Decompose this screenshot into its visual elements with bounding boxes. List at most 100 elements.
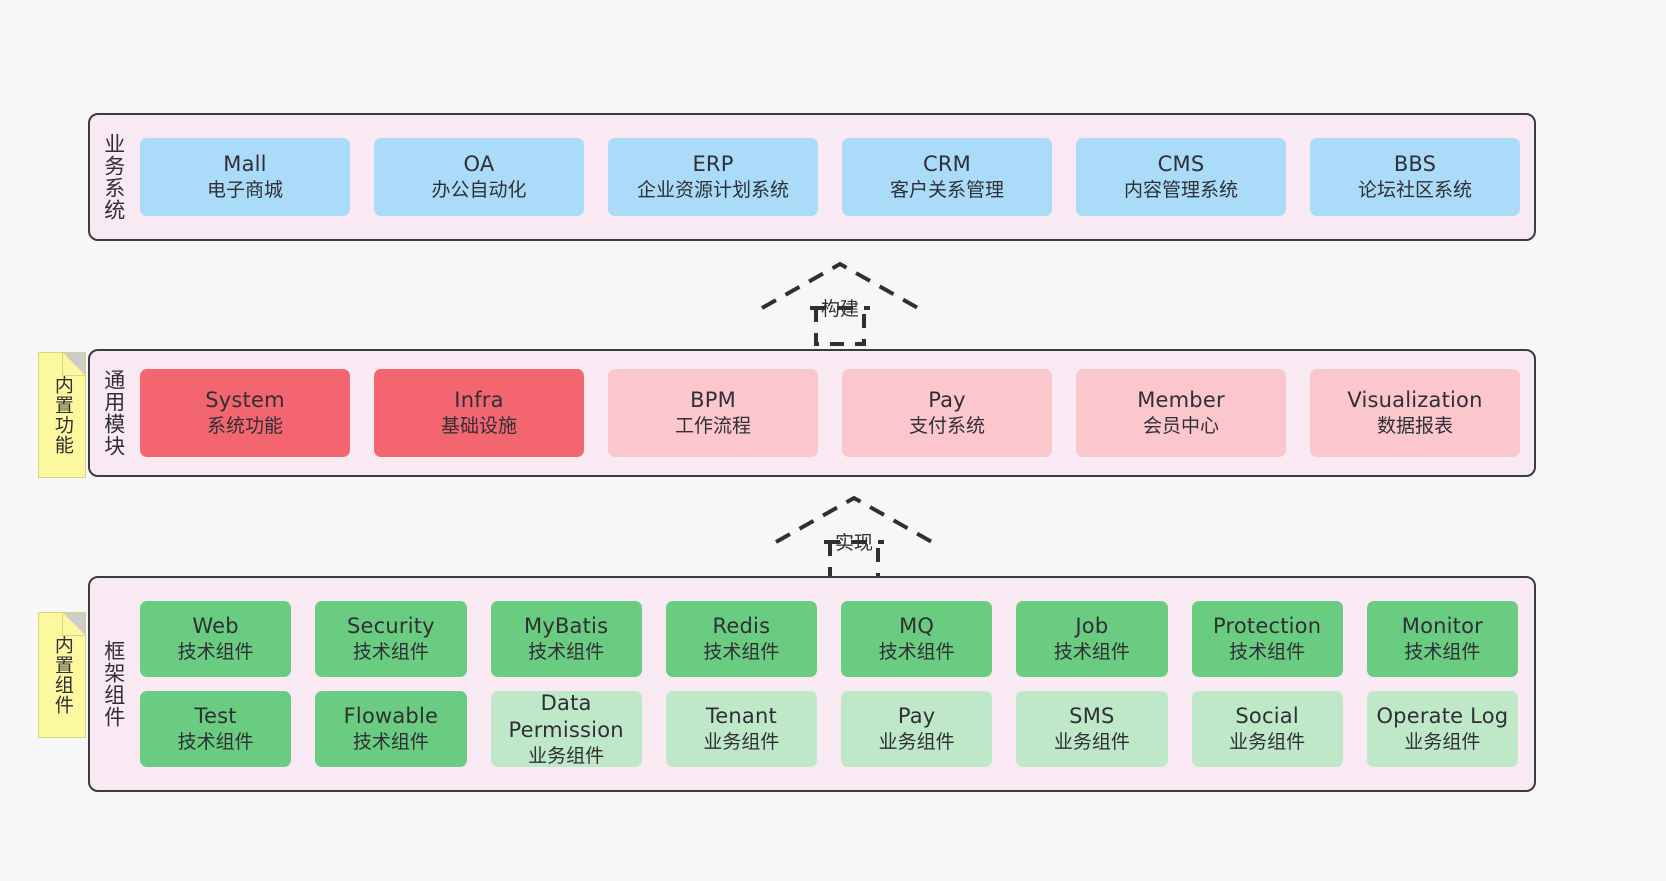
box-mybatis[interactable]: MyBatis 技术组件: [490, 601, 642, 677]
box-title-cn: 技术组件: [177, 641, 254, 664]
box-title-en: Web: [192, 614, 239, 639]
box-title-cn: 工作流程: [674, 415, 751, 438]
box-title-en: Job: [1075, 614, 1109, 639]
box-title-en: Redis: [712, 614, 771, 639]
layer-title-business-systems: 业务系统: [101, 133, 126, 221]
box-operate-log[interactable]: Operate Log 业务组件: [1366, 691, 1518, 767]
box-sms[interactable]: SMS 业务组件: [1016, 691, 1168, 767]
box-title-en: Visualization: [1347, 388, 1483, 413]
box-title-cn: 业务组件: [1404, 731, 1481, 754]
box-title-en: Protection: [1213, 614, 1322, 639]
layer-body-framework-components: Web 技术组件 Security 技术组件 MyBatis 技术组件 Redi…: [136, 578, 1534, 790]
box-title-cn: 业务组件: [878, 731, 955, 754]
box-title-en: Tenant: [705, 704, 777, 729]
box-redis[interactable]: Redis 技术组件: [665, 601, 817, 677]
box-title-en: CMS: [1157, 152, 1205, 177]
box-social[interactable]: Social 业务组件: [1191, 691, 1343, 767]
box-title-en: CRM: [923, 152, 971, 177]
box-infra[interactable]: Infra 基础设施: [374, 369, 584, 457]
arrow-build-icon: [761, 261, 919, 346]
box-member[interactable]: Member 会员中心: [1076, 369, 1286, 457]
box-title-cn: 支付系统: [908, 415, 985, 438]
box-title-cn: 业务组件: [1053, 731, 1130, 754]
box-title-cn: 办公自动化: [431, 179, 527, 202]
note-builtin-features: 内置功能: [38, 352, 86, 478]
box-test[interactable]: Test 技术组件: [140, 691, 292, 767]
box-visualization[interactable]: Visualization 数据报表: [1310, 369, 1520, 457]
box-title-cn: 业务组件: [1229, 731, 1306, 754]
box-title-en: Pay: [897, 704, 936, 729]
box-title-en: OA: [463, 152, 495, 177]
box-title-cn: 数据报表: [1376, 415, 1453, 438]
box-protection[interactable]: Protection 技术组件: [1191, 601, 1343, 677]
box-monitor[interactable]: Monitor 技术组件: [1366, 601, 1518, 677]
layer-business-systems: 业务系统 Mall 电子商城 OA 办公自动化 ERP 企业资源计划系统 CRM…: [88, 113, 1536, 241]
box-cms[interactable]: CMS 内容管理系统: [1076, 138, 1286, 216]
box-title-cn: 业务组件: [703, 731, 780, 754]
box-row: Test 技术组件 Flowable 技术组件 Data Permission …: [140, 691, 1518, 767]
box-row: Mall 电子商城 OA 办公自动化 ERP 企业资源计划系统 CRM 客户关系…: [140, 138, 1520, 216]
box-pay[interactable]: Pay 支付系统: [842, 369, 1052, 457]
arrow-implement-label: 实现: [834, 532, 874, 554]
box-title-en: Infra: [454, 388, 504, 413]
box-title-en: Security: [346, 614, 435, 639]
box-job[interactable]: Job 技术组件: [1016, 601, 1168, 677]
layer-title-common-modules: 通用模块: [101, 369, 126, 457]
box-title-cn: 内容管理系统: [1123, 179, 1238, 202]
box-title-en: Test: [194, 704, 237, 729]
box-flowable[interactable]: Flowable 技术组件: [315, 691, 467, 767]
arrow-build-label: 构建: [820, 298, 860, 320]
box-title-cn: 技术组件: [1404, 641, 1481, 664]
box-crm[interactable]: CRM 客户关系管理: [842, 138, 1052, 216]
box-security[interactable]: Security 技术组件: [315, 601, 467, 677]
box-title-cn: 业务组件: [528, 744, 605, 767]
box-title-cn: 电子商城: [206, 179, 283, 202]
box-title-cn: 技术组件: [528, 641, 605, 664]
box-bpm[interactable]: BPM 工作流程: [608, 369, 818, 457]
box-title-en: ERP: [692, 152, 734, 177]
layer-body-business-systems: Mall 电子商城 OA 办公自动化 ERP 企业资源计划系统 CRM 客户关系…: [136, 115, 1534, 239]
box-mq[interactable]: MQ 技术组件: [841, 601, 993, 677]
box-title-en: SMS: [1069, 704, 1115, 729]
box-title-cn: 企业资源计划系统: [636, 179, 789, 202]
box-erp[interactable]: ERP 企业资源计划系统: [608, 138, 818, 216]
box-title-en: BPM: [690, 388, 736, 413]
box-title-cn: 系统功能: [206, 415, 283, 438]
arrow-build: 构建: [754, 258, 926, 346]
box-tenant[interactable]: Tenant 业务组件: [665, 691, 817, 767]
box-title-en: Social: [1235, 704, 1299, 729]
box-title-en: Operate Log: [1376, 704, 1509, 729]
box-row: Web 技术组件 Security 技术组件 MyBatis 技术组件 Redi…: [140, 601, 1518, 677]
box-data-permission[interactable]: Data Permission 业务组件: [490, 690, 642, 767]
box-title-en: System: [205, 388, 285, 413]
box-bbs[interactable]: BBS 论坛社区系统: [1310, 138, 1520, 216]
layer-common-modules: 通用模块 System 系统功能 Infra 基础设施 BPM 工作流程 Pay…: [88, 349, 1536, 477]
box-title-en: MQ: [899, 614, 935, 639]
box-title-cn: 会员中心: [1142, 415, 1219, 438]
box-title-en: Flowable: [343, 704, 439, 729]
box-title-en: Mall: [223, 152, 267, 177]
box-title-en: Pay: [928, 388, 966, 413]
box-title-cn: 技术组件: [1053, 641, 1130, 664]
box-row: System 系统功能 Infra 基础设施 BPM 工作流程 Pay 支付系统…: [140, 369, 1520, 457]
box-title-cn: 客户关系管理: [889, 179, 1004, 202]
box-system[interactable]: System 系统功能: [140, 369, 350, 457]
note-builtin-components: 内置组件: [38, 612, 86, 738]
arrow-implement: 实现: [768, 492, 940, 580]
box-pay-component[interactable]: Pay 业务组件: [841, 691, 993, 767]
box-title-cn: 技术组件: [703, 641, 780, 664]
box-title-en: BBS: [1393, 152, 1437, 177]
box-title-cn: 基础设施: [440, 415, 517, 438]
box-title-cn: 技术组件: [878, 641, 955, 664]
box-title-cn: 技术组件: [352, 731, 429, 754]
box-title-cn: 技术组件: [1229, 641, 1306, 664]
box-title-cn: 技术组件: [352, 641, 429, 664]
box-web[interactable]: Web 技术组件: [140, 601, 292, 677]
layer-body-common-modules: System 系统功能 Infra 基础设施 BPM 工作流程 Pay 支付系统…: [136, 351, 1534, 475]
box-title-en: Data Permission: [508, 690, 624, 742]
box-mall[interactable]: Mall 电子商城: [140, 138, 350, 216]
layer-framework-components: 框架组件 Web 技术组件 Security 技术组件 MyBatis 技术组件…: [88, 576, 1536, 792]
layer-title-framework-components: 框架组件: [101, 640, 126, 728]
box-oa[interactable]: OA 办公自动化: [374, 138, 584, 216]
